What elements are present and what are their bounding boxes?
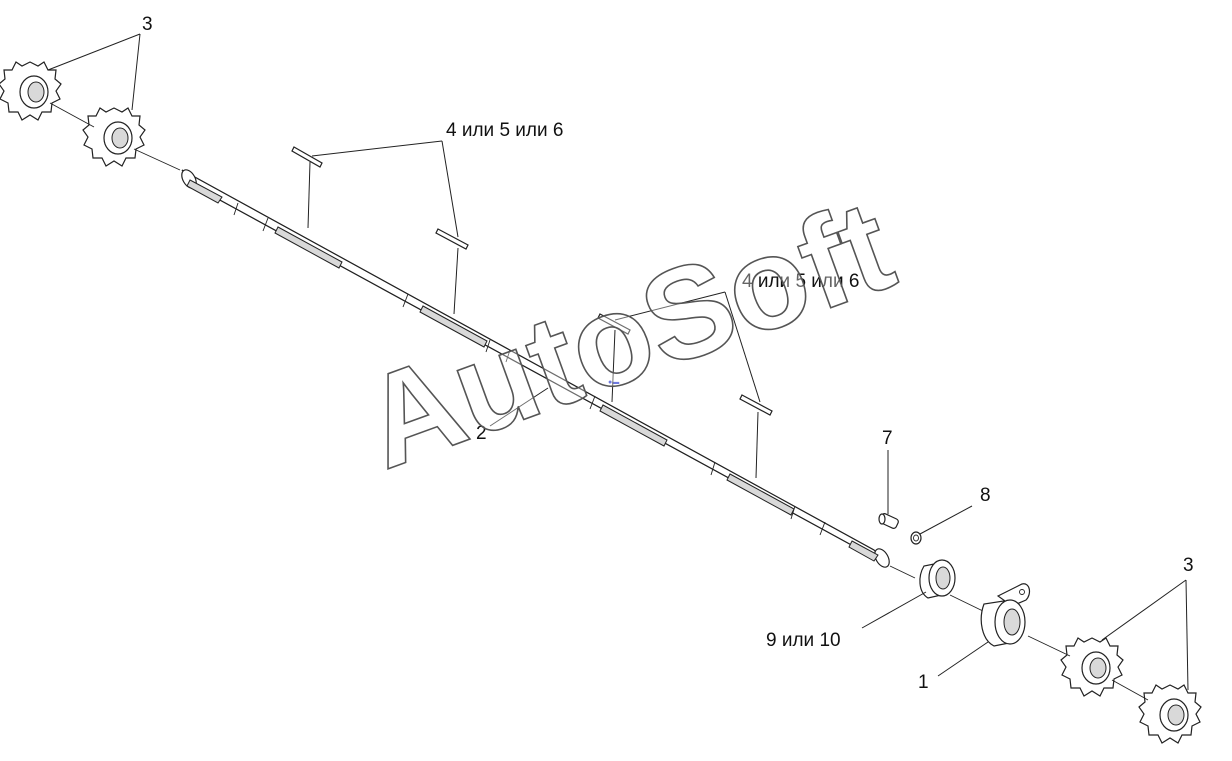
callout-shaft: 2 — [476, 423, 487, 444]
grease-fitting — [878, 513, 899, 529]
bearing — [919, 559, 956, 599]
keyway-right — [848, 540, 879, 562]
shaft — [181, 169, 890, 568]
callout-pins-top: 4 или 5 или 6 — [446, 120, 563, 141]
pin-1 — [291, 146, 323, 168]
pin-4 — [739, 394, 773, 416]
sprocket-top-right — [82, 107, 146, 167]
callout-ring: 8 — [980, 485, 991, 506]
shaft-bands — [233, 202, 826, 536]
watermark-logo: AutoSoft — [345, 171, 911, 496]
callout-sprocket-bottom: 3 — [1183, 555, 1194, 576]
sprocket-top-left — [0, 61, 62, 121]
callout-bearing: 9 или 10 — [766, 630, 841, 651]
callout-sprocket-top: 3 — [142, 14, 153, 35]
assembly-axis — [49, 102, 1149, 701]
callout-grease-fitting: 7 — [882, 428, 893, 449]
keyway-left — [186, 179, 223, 204]
shaft-mark: ●▬ — [608, 379, 619, 386]
callout-pins-middle: 4 или 5 или 6 — [742, 271, 859, 292]
shaft-slots — [274, 226, 795, 516]
sprocket-bottom-right — [1138, 684, 1202, 744]
sprocket-bottom-left — [1060, 637, 1124, 697]
ring — [910, 531, 922, 545]
callout-housing: 1 — [918, 672, 929, 693]
pin-3 — [597, 313, 631, 335]
housing — [980, 583, 1031, 647]
pin-2 — [435, 228, 469, 250]
leader-lines — [47, 33, 1189, 691]
